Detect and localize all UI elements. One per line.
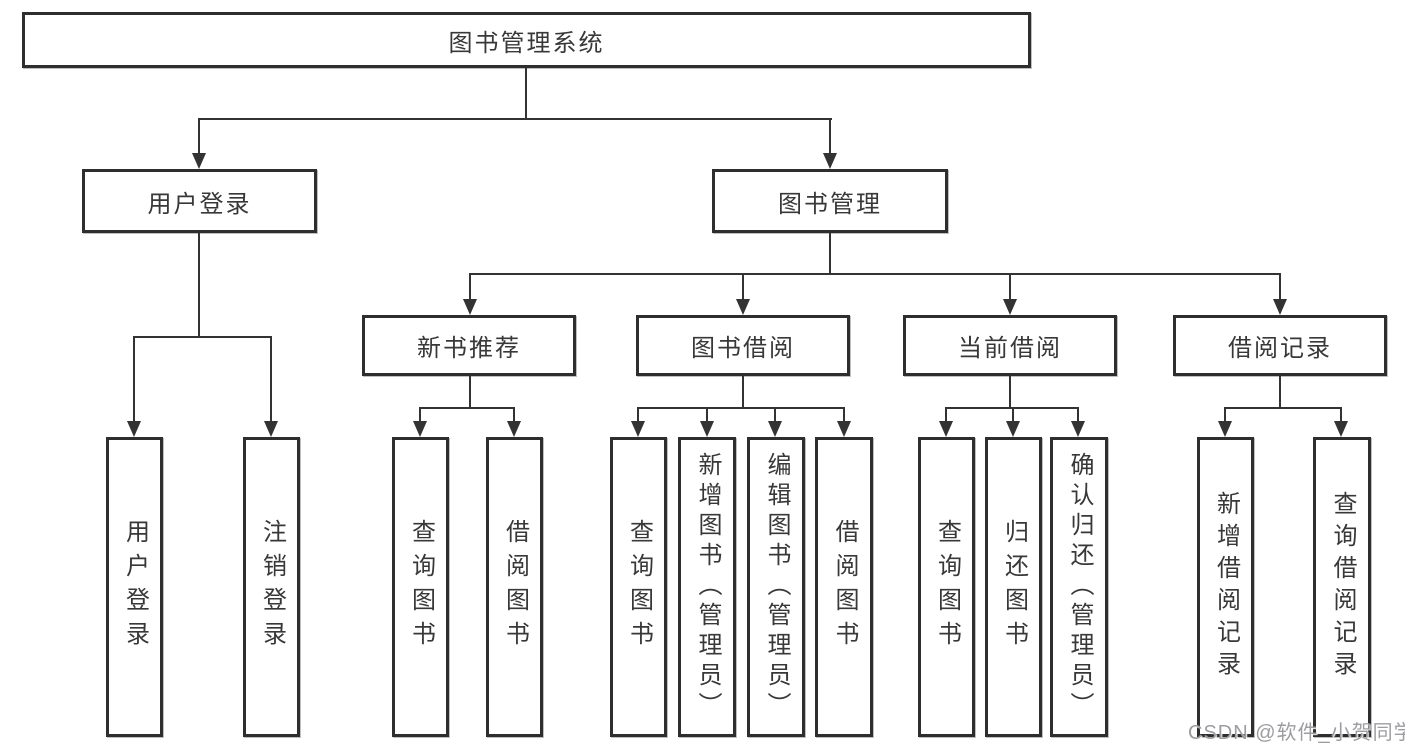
node-new-book-recommend: 新书推荐	[362, 315, 576, 376]
arrowhead-leaf	[1071, 421, 1085, 437]
connector-leaf-shaft	[419, 407, 421, 421]
connector-to-l3-shaft	[1279, 273, 1281, 299]
connector-l3-stub	[1279, 376, 1281, 407]
connector-leaf-shaft	[1224, 407, 1226, 421]
arrowhead-leaf	[837, 421, 851, 437]
arrowhead-l3	[1003, 299, 1017, 315]
arrowhead-leaf	[700, 421, 714, 437]
arrowhead-leaf	[127, 421, 141, 437]
connector-to-l3-shaft	[742, 273, 744, 299]
connector-leaf-shaft	[133, 336, 135, 421]
arrowhead-leaf	[1006, 421, 1020, 437]
connector-l3-stub	[742, 376, 744, 407]
leaf-current-query-books: 查询图书	[918, 437, 975, 737]
arrowhead-l3	[1273, 299, 1287, 315]
connector-to-user-login-shaft	[198, 118, 200, 153]
leaf-records-add-record: 新增借阅记录	[1197, 437, 1254, 737]
arrowhead-leaf	[413, 421, 427, 437]
leaf-logout: 注销登录	[243, 437, 300, 737]
arrowhead-l3	[736, 299, 750, 315]
connector-leaf-shaft	[774, 407, 776, 421]
arrowhead-leaf	[768, 421, 782, 437]
connector-root-trunk	[525, 68, 527, 118]
leaf-user-login: 用户登录	[106, 437, 163, 737]
connector-leaf-shaft	[637, 407, 639, 421]
arrowhead-leaf	[1334, 421, 1348, 437]
arrowhead-user-login	[192, 153, 206, 169]
connector-book-mgmt-trunk	[829, 233, 831, 273]
connector-level1-bar	[198, 118, 832, 120]
node-user-login: 用户登录	[82, 169, 317, 233]
connector-to-book-mgmt-shaft	[829, 118, 831, 153]
leaf-records-query-record: 查询借阅记录	[1313, 437, 1371, 737]
leaf-recommend-query-books: 查询图书	[392, 437, 449, 737]
connector-leaf-shaft	[945, 407, 947, 421]
leaf-current-confirm-return-admin: 确认归还（管理员）	[1050, 437, 1108, 737]
connector-leaf-shaft	[1340, 407, 1342, 421]
connector-to-l3-shaft	[469, 273, 471, 299]
connector-leaf-shaft	[843, 407, 845, 421]
leaf-recommend-borrow-books: 借阅图书	[486, 437, 543, 737]
arrowhead-book-mgmt	[823, 153, 837, 169]
node-root: 图书管理系统	[22, 12, 1031, 68]
arrowhead-l3	[463, 299, 477, 315]
leaf-borrow-add-books-admin: 新增图书（管理员）	[678, 437, 736, 737]
connector-leaf-shaft	[270, 336, 272, 421]
arrowhead-leaf	[939, 421, 953, 437]
leaf-borrow-edit-books-admin: 编辑图书（管理员）	[747, 437, 805, 737]
arrowhead-leaf	[631, 421, 645, 437]
connector-group-bar-records	[1224, 407, 1342, 409]
node-book-borrow: 图书借阅	[636, 315, 850, 376]
connector-leaf-shaft	[1077, 407, 1079, 421]
connector-user-login-trunk	[198, 233, 200, 336]
connector-to-l3-shaft	[1009, 273, 1011, 299]
connector-user-login-bar	[133, 336, 272, 338]
node-book-management: 图书管理	[712, 169, 948, 233]
connector-leaf-shaft	[706, 407, 708, 421]
connector-group-bar-recommend	[419, 407, 515, 409]
connector-l3-stub	[1009, 376, 1011, 407]
connector-leaf-shaft	[513, 407, 515, 421]
node-current-borrow: 当前借阅	[903, 315, 1117, 376]
node-borrow-records: 借阅记录	[1173, 315, 1387, 376]
arrowhead-leaf	[1218, 421, 1232, 437]
leaf-borrow-borrow-books: 借阅图书	[815, 437, 873, 737]
connector-level2-bar	[469, 273, 1281, 275]
leaf-current-return-books: 归还图书	[985, 437, 1042, 737]
connector-l3-stub	[469, 376, 471, 407]
arrowhead-leaf	[264, 421, 278, 437]
watermark: CSDN @软件_小贺同学	[1188, 722, 1405, 744]
connector-leaf-shaft	[1012, 407, 1014, 421]
arrowhead-leaf	[507, 421, 521, 437]
connector-group-bar-borrow	[637, 407, 845, 409]
leaf-borrow-query-books: 查询图书	[610, 437, 667, 737]
